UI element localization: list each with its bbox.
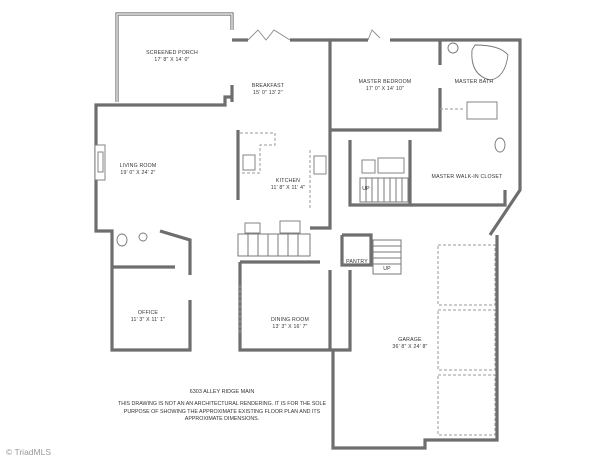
washer-dryer-icon xyxy=(377,157,405,174)
breakfast-walls xyxy=(232,29,332,230)
stair-label-garage: UP xyxy=(383,266,391,272)
plan-disclaimer: THIS DRAWING IS NOT AN AN ARCHITECTURAL … xyxy=(118,401,326,422)
stair-label-laundry: UP xyxy=(362,186,370,192)
bath-sink-icon xyxy=(447,42,459,54)
toilet-icon xyxy=(494,137,506,153)
room-label-dining-room: DINING ROOM 13' 3" X 16' 7" xyxy=(271,317,309,330)
sink-icon xyxy=(242,154,256,171)
screened-porch-walls xyxy=(115,12,234,102)
laundry-sink-icon xyxy=(361,159,376,174)
room-label-master-walk-in-closet: MASTER WALK-IN CLOSET xyxy=(431,174,503,180)
room-label-office: OFFICE 11' 3" X 11' 1" xyxy=(130,310,166,323)
watermark: © TriadMLS xyxy=(6,447,51,457)
kitchen-counters xyxy=(240,132,327,234)
dining-room-walls xyxy=(238,260,332,352)
room-label-master-bath: MASTER BATH xyxy=(454,79,494,85)
pantry-walls xyxy=(340,233,402,275)
garage-walls xyxy=(331,235,499,450)
kitchen-stairs xyxy=(237,233,311,257)
half-bath-sink-icon xyxy=(138,232,148,242)
room-label-breakfast: BREAKFAST 15' 0" 13' 2" xyxy=(251,83,285,96)
room-label-kitchen: KITCHEN 11' 8" X 11' 4" xyxy=(270,178,306,191)
office-walls xyxy=(103,229,192,352)
master-bedroom-walls xyxy=(330,29,522,236)
plan-title: 6303 ALLEY RIDGE MAIN xyxy=(189,389,255,395)
cooktop-icon xyxy=(313,155,327,175)
walk-in-closet-walls xyxy=(348,140,507,207)
room-label-pantry: PANTRY xyxy=(346,259,368,265)
living-room-walls xyxy=(94,95,232,233)
room-label-garage: GARAGE 36' 8" X 24' 8" xyxy=(392,337,428,350)
room-label-living-room: LIVING ROOM 19' 0" X 24' 2" xyxy=(119,163,157,176)
room-label-screened-porch: SCREENED PORCH 17' 8" X 14' 0" xyxy=(146,50,198,63)
bathtub-icon xyxy=(471,44,509,81)
half-bath-toilet-icon xyxy=(116,233,128,247)
room-label-master-bedroom: MASTER BEDROOM 17' 0" X 14' 10" xyxy=(358,79,412,92)
shower-icon xyxy=(466,101,498,120)
